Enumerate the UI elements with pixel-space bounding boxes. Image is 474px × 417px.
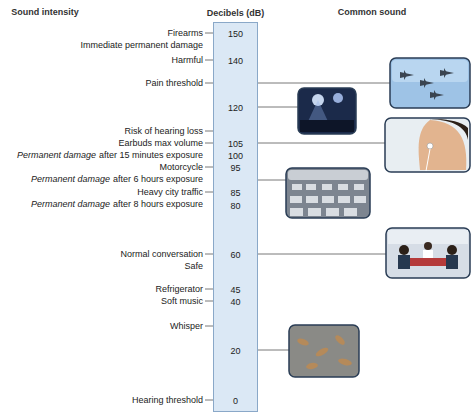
- intensity-label: Hearing threshold: [132, 395, 203, 406]
- decibel-value: 140: [214, 56, 257, 67]
- label-row: Normal conversation: [120, 249, 203, 260]
- decibel-value: 45: [214, 285, 257, 296]
- decibel-band: Decibels (dB)150140120105100958580604540…: [213, 22, 258, 412]
- intensity-label: after 15 minutes exposure: [99, 150, 203, 161]
- intensity-label: Immediate permanent damage: [80, 40, 203, 51]
- column-heading: Decibels (dB): [207, 8, 265, 19]
- intensity-label: Earbuds max volume: [118, 138, 203, 149]
- decibel-value: 95: [214, 163, 257, 174]
- leaves-photo: [289, 325, 359, 377]
- label-row: Permanent damageafter 6 hours exposure: [31, 174, 203, 185]
- label-row: Pain threshold: [145, 78, 203, 89]
- concert-photo: [298, 88, 356, 134]
- decibel-value: 100: [214, 151, 257, 162]
- column-heading: Sound intensity: [11, 7, 79, 18]
- intensity-label: Whisper: [170, 321, 203, 332]
- decibel-value: 120: [214, 103, 257, 114]
- intensity-label: Refrigerator: [155, 284, 203, 295]
- intensity-label: Heavy city traffic: [137, 187, 203, 198]
- intensity-label: after 8 hours exposure: [113, 199, 203, 210]
- column-heading: Common sound: [338, 7, 407, 18]
- label-row: Heavy city traffic: [137, 187, 203, 198]
- intensity-label: Normal conversation: [120, 249, 203, 260]
- label-row: Firearms: [168, 28, 204, 39]
- label-row: Hearing threshold: [132, 395, 203, 406]
- intensity-label: Motorcycle: [159, 162, 203, 173]
- intensity-label: Pain threshold: [145, 78, 203, 89]
- decibel-value: 40: [214, 297, 257, 308]
- decibel-value: 105: [214, 139, 257, 150]
- decibel-value: 80: [214, 201, 257, 212]
- label-row: Harmful: [171, 55, 203, 66]
- decibel-value: 150: [214, 29, 257, 40]
- label-row: Permanent damageafter 15 minutes exposur…: [17, 150, 203, 161]
- tick-marks: [205, 33, 213, 400]
- decibel-value: 20: [214, 346, 257, 357]
- label-row: Risk of hearing loss: [124, 126, 203, 137]
- conversation-photo: [386, 228, 470, 278]
- traffic-photo: [286, 168, 370, 218]
- earbuds-photo: [385, 118, 470, 172]
- label-row: Safe: [184, 261, 203, 272]
- label-row: Permanent damageafter 8 hours exposure: [31, 199, 203, 210]
- leader-lines: [258, 83, 390, 350]
- jets-photo: [390, 58, 470, 108]
- decibel-value: 85: [214, 188, 257, 199]
- damage-note: Permanent damage: [31, 174, 110, 185]
- damage-note: Permanent damage: [31, 199, 110, 210]
- intensity-label: Risk of hearing loss: [124, 126, 203, 137]
- intensity-label: Firearms: [168, 28, 204, 39]
- intensity-label: Soft music: [161, 296, 203, 307]
- intensity-label: Harmful: [171, 55, 203, 66]
- label-row: Immediate permanent damage: [80, 40, 203, 51]
- intensity-label: Safe: [184, 261, 203, 272]
- label-row: Whisper: [170, 321, 203, 332]
- decibel-value: 0: [214, 396, 257, 407]
- intensity-label: after 6 hours exposure: [113, 174, 203, 185]
- damage-note: Permanent damage: [17, 150, 96, 161]
- label-row: Earbuds max volume: [118, 138, 203, 149]
- decibel-value: 60: [214, 250, 257, 261]
- label-row: Refrigerator: [155, 284, 203, 295]
- label-row: Motorcycle: [159, 162, 203, 173]
- label-row: Soft music: [161, 296, 203, 307]
